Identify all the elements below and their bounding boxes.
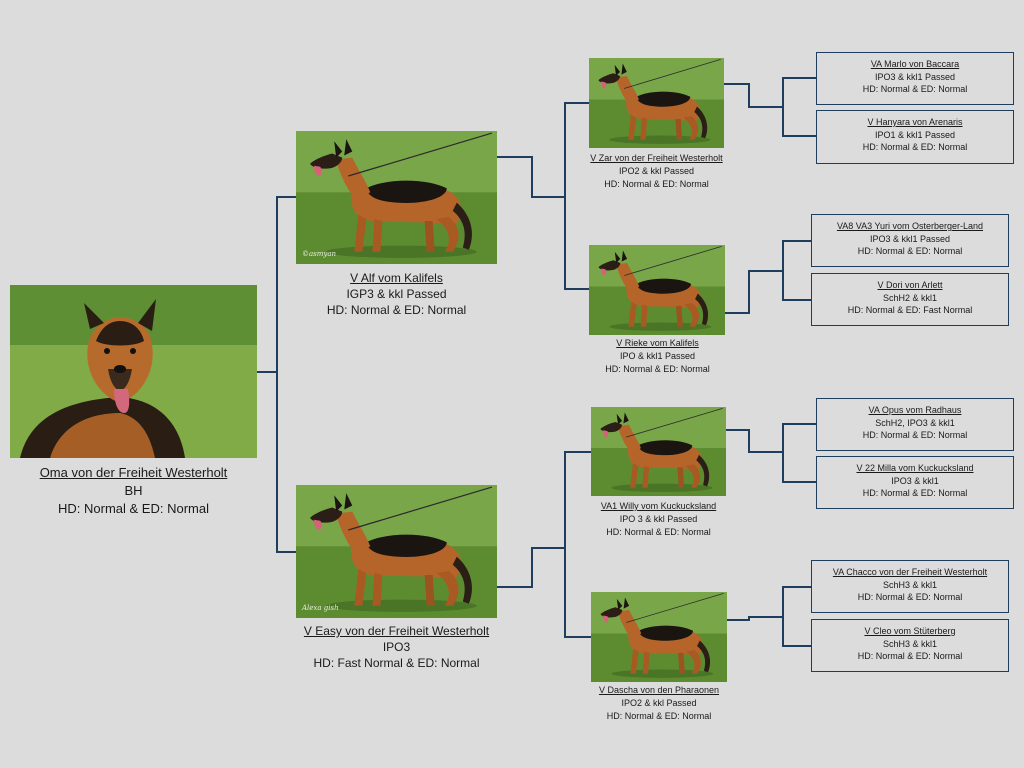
milla-title: IPO3 & kkl1 xyxy=(891,475,939,486)
chacco-health: HD: Normal & ED: Normal xyxy=(857,592,963,602)
dog-illustration xyxy=(591,592,727,682)
connector-sire-dam xyxy=(564,197,589,290)
milla-name: V 22 Milla vom Kuckucksland xyxy=(856,463,974,473)
connector-dam-dam xyxy=(564,548,591,638)
yuri-health: HD: Normal & ED: Normal xyxy=(857,246,963,256)
yuri-title: IPO3 & kkl1 Passed xyxy=(869,233,951,244)
connector-dam xyxy=(497,451,591,588)
dog-illustration xyxy=(589,58,724,148)
willy-photo xyxy=(591,407,726,496)
sire-name[interactable]: V Alf vom Kalifels xyxy=(350,271,443,285)
ancestor-box-marlo[interactable]: VA Marlo von Baccara IPO3 & kkl1 Passed … xyxy=(816,52,1014,105)
connector-root-dam xyxy=(276,372,296,553)
sire-label: V Alf vom Kalifels IGP3 & kkl Passed HD:… xyxy=(282,270,511,318)
dori-name: V Dori von Arlett xyxy=(877,280,943,290)
zar-name[interactable]: V Zar von der Freiheit Westerholt xyxy=(590,153,723,163)
connector-root xyxy=(257,196,296,373)
dam-name[interactable]: V Easy von der Freiheit Westerholt xyxy=(303,624,490,638)
root-photo xyxy=(10,285,257,458)
sire-health: HD: Normal & ED: Normal xyxy=(326,303,467,317)
cleo-title: SchH3 & kkl1 xyxy=(882,638,938,649)
ancestor-box-cleo[interactable]: V Cleo vom Stüterberg SchH3 & kkl1 HD: N… xyxy=(811,619,1009,672)
marlo-health: HD: Normal & ED: Normal xyxy=(862,84,968,94)
ancestor-box-opus[interactable]: VA Opus vom Radhaus SchH2, IPO3 & kkl1 H… xyxy=(816,398,1014,451)
connector-zar-dam xyxy=(782,107,816,137)
root-label: Oma von der Freiheit Westerholt BH HD: N… xyxy=(10,464,257,518)
dascha-photo xyxy=(591,592,727,682)
marlo-name: VA Marlo von Baccara xyxy=(870,59,960,69)
connector-sire xyxy=(497,102,589,198)
dam-health: HD: Fast Normal & ED: Normal xyxy=(313,656,480,670)
root-health: HD: Normal & ED: Normal xyxy=(58,501,209,516)
dog-illustration xyxy=(296,131,497,264)
ancestor-box-dori[interactable]: V Dori von Arlett SchH2 & kkl1 HD: Norma… xyxy=(811,273,1009,326)
rieke-health: HD: Normal & ED: Normal xyxy=(605,364,710,374)
rieke-photo xyxy=(589,245,725,335)
opus-title: SchH2, IPO3 & kkl1 xyxy=(875,417,955,428)
dog-illustration xyxy=(296,485,497,618)
cleo-health: HD: Normal & ED: Normal xyxy=(857,651,963,661)
zar-health: HD: Normal & ED: Normal xyxy=(604,179,709,189)
zar-title: IPO2 & kkl Passed xyxy=(618,166,695,176)
dam-title: IPO3 xyxy=(382,640,411,654)
dascha-name[interactable]: V Dascha von den Pharaonen xyxy=(598,685,720,695)
chacco-title: SchH3 & kkl1 xyxy=(882,579,938,590)
willy-label: VA1 Willy vom Kuckucksland IPO 3 & kkl P… xyxy=(568,500,749,539)
willy-name[interactable]: VA1 Willy vom Kuckucksland xyxy=(600,501,717,511)
milla-health: HD: Normal & ED: Normal xyxy=(862,488,968,498)
ancestor-box-milla[interactable]: V 22 Milla vom Kuckucksland IPO3 & kkl1 … xyxy=(816,456,1014,509)
zar-photo xyxy=(589,58,724,148)
rieke-label: V Rieke vom Kalifels IPO & kkl1 Passed H… xyxy=(567,337,748,376)
opus-name: VA Opus vom Radhaus xyxy=(868,405,962,415)
sire-photo-signature: ©asmyan xyxy=(302,250,337,258)
rieke-title: IPO & kkl1 Passed xyxy=(619,351,696,361)
dog-head-portrait xyxy=(10,285,257,458)
connector-rieke-dam xyxy=(782,271,811,301)
ancestor-box-chacco[interactable]: VA Chacco von der Freiheit Westerholt Sc… xyxy=(811,560,1009,613)
dam-photo: Alexa gish xyxy=(296,485,497,618)
dog-illustration xyxy=(591,407,726,496)
dam-photo-signature: Alexa gish xyxy=(302,604,339,612)
connector-willy-dam xyxy=(782,452,816,483)
root-name[interactable]: Oma von der Freiheit Westerholt xyxy=(39,465,228,480)
rieke-name[interactable]: V Rieke vom Kalifels xyxy=(616,338,699,348)
hanyara-title: IPO1 & kkl1 Passed xyxy=(874,129,956,140)
willy-health: HD: Normal & ED: Normal xyxy=(606,527,711,537)
connector-dascha-dam xyxy=(782,617,811,647)
sire-title: IGP3 & kkl Passed xyxy=(346,287,447,301)
dascha-label: V Dascha von den Pharaonen IPO2 & kkl Pa… xyxy=(566,684,752,723)
sire-photo: ©asmyan xyxy=(296,131,497,264)
root-title: BH xyxy=(124,483,143,498)
dori-title: SchH2 & kkl1 xyxy=(882,292,938,303)
cleo-name: V Cleo vom Stüterberg xyxy=(864,626,956,636)
willy-title: IPO 3 & kkl Passed xyxy=(619,514,698,524)
zar-label: V Zar von der Freiheit Westerholt IPO2 &… xyxy=(566,152,747,191)
marlo-title: IPO3 & kkl1 Passed xyxy=(874,71,956,82)
hanyara-name: V Hanyara von Arenaris xyxy=(867,117,963,127)
dam-label: V Easy von der Freiheit Westerholt IPO3 … xyxy=(282,623,511,671)
dascha-health: HD: Normal & ED: Normal xyxy=(606,711,712,721)
dascha-title: IPO2 & kkl Passed xyxy=(621,698,697,708)
dori-health: HD: Normal & ED: Fast Normal xyxy=(847,305,973,315)
connector-dascha xyxy=(727,586,811,621)
chacco-name: VA Chacco von der Freiheit Westerholt xyxy=(832,567,988,577)
connector-rieke xyxy=(725,240,811,314)
connector-willy xyxy=(726,423,816,453)
opus-health: HD: Normal & ED: Normal xyxy=(862,430,968,440)
ancestor-box-yuri[interactable]: VA8 VA3 Yuri vom Osterberger-Land IPO3 &… xyxy=(811,214,1009,267)
yuri-name: VA8 VA3 Yuri vom Osterberger-Land xyxy=(836,221,984,231)
dog-illustration xyxy=(589,245,725,335)
ancestor-box-hanyara[interactable]: V Hanyara von Arenaris IPO1 & kkl1 Passe… xyxy=(816,110,1014,164)
hanyara-health: HD: Normal & ED: Normal xyxy=(862,142,968,152)
connector-zar xyxy=(724,77,816,108)
